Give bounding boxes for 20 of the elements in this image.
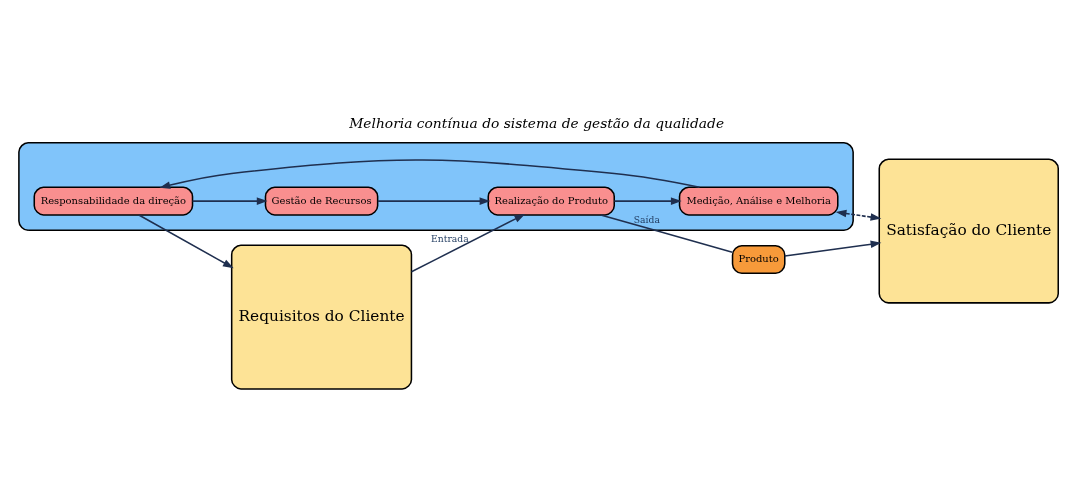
node-box: Produto: [731, 244, 786, 275]
arrow: [410, 213, 526, 273]
arrow: [377, 197, 491, 205]
arrow: [138, 214, 234, 269]
arrow: [191, 197, 268, 205]
node-box: Responsabilidade da direção: [33, 186, 194, 216]
connector: [600, 214, 734, 253]
arrow: [613, 197, 682, 205]
node-box: Requisitos do Cliente: [230, 244, 413, 390]
edge-label: Entrada: [431, 233, 469, 245]
node-box: Gestão de Recursos: [264, 186, 379, 216]
arrow: [784, 240, 882, 257]
edge-label: Saída: [633, 214, 660, 226]
cluster: [18, 141, 854, 232]
node-box: Realização do Produto: [487, 186, 615, 216]
node-box: Medição, Análise e Melhoria: [678, 186, 839, 216]
arrow: [835, 209, 882, 221]
node-box: Satisfação do Cliente: [878, 158, 1059, 304]
diagram-title: Melhoria contínua do sistema de gestão da qualidade: [349, 115, 725, 132]
arrow: [159, 159, 701, 189]
